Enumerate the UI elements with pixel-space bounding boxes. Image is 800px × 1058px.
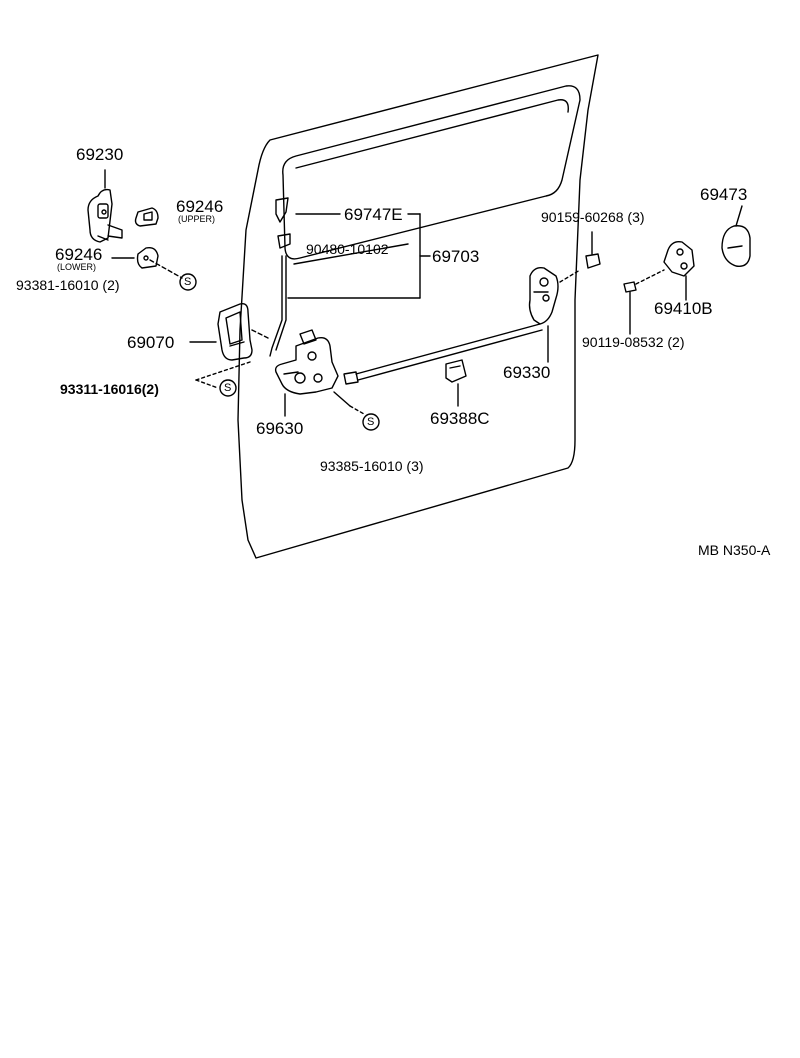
door-panel-outline: [237, 54, 599, 559]
part-label-69703: 69703: [432, 247, 480, 266]
clip-69388c-drawing: [445, 359, 467, 407]
outside-handle-69070-drawing: [189, 302, 269, 361]
part-label-93385: 93385-16010 (3): [320, 458, 424, 474]
part-label-69410b: 69410B: [654, 299, 713, 318]
part-label-69473: 69473: [700, 185, 748, 204]
lock-assembly-69630-drawing: [274, 329, 365, 417]
rod-69703-drawing: [269, 197, 431, 357]
bracket-69246-lower-drawing: [111, 246, 183, 279]
leader-93311: [195, 361, 251, 389]
bolt-90159-drawing: [585, 231, 601, 269]
upper-note: (UPPER): [178, 214, 216, 224]
part-label-69070: 69070: [127, 333, 175, 352]
part-label-69246-lower: 69246: [55, 245, 103, 264]
part-label-93311: 93311-16016(2): [60, 381, 159, 397]
part-label-69330: 69330: [503, 363, 551, 382]
cover-69473-drawing: [721, 205, 751, 267]
part-label-90159: 90159-60268 (3): [541, 209, 645, 225]
part-label-69630: 69630: [256, 419, 304, 438]
diagram-code: MB N350-A: [698, 542, 771, 558]
rear-lock-69330-drawing: [528, 266, 581, 363]
part-label-90480: 90480-10102: [306, 241, 389, 257]
connecting-rod-drawing: [343, 323, 543, 385]
part-label-90119: 90119-08532 (2): [582, 334, 685, 350]
screw-symbols: [179, 273, 380, 431]
part-label-93381: 93381-16010 (2): [16, 277, 120, 293]
lower-note: (LOWER): [57, 262, 96, 272]
screw-symbol-label-3: S: [367, 416, 375, 428]
striker-69410b-drawing: [623, 240, 695, 335]
part-label-69230: 69230: [76, 145, 124, 164]
part-label-69246-upper: 69246: [176, 197, 224, 216]
screw-symbol-label-1: S: [184, 276, 192, 288]
part-label-69388c: 69388C: [430, 409, 490, 428]
screw-symbol-label-2: S: [224, 382, 232, 394]
bracket-69246-upper-drawing: [134, 207, 159, 227]
part-label-69747e: 69747E: [344, 205, 403, 224]
hinge-69230-drawing: [87, 169, 123, 243]
